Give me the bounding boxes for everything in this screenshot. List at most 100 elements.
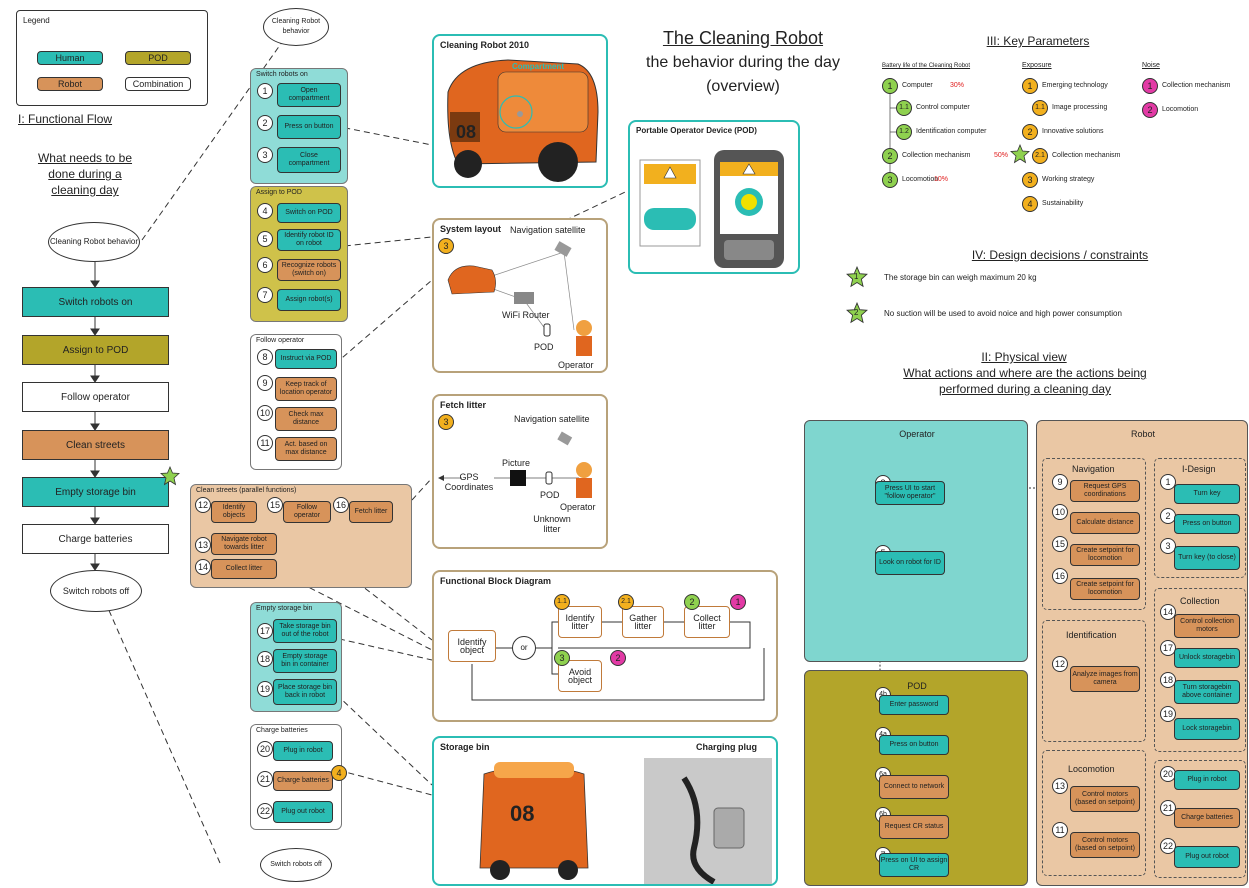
step-number: 11 xyxy=(1052,822,1068,838)
pv-step-follow-operator: Press UI to start "follow operator" xyxy=(875,481,945,505)
step-number: 21 xyxy=(257,771,273,787)
star-icon xyxy=(1010,144,1030,164)
group-empty-title: Empty storage bin xyxy=(256,605,313,612)
step-collect-litter: Collect litter xyxy=(211,559,277,579)
step-press-button: Press on button xyxy=(277,115,341,139)
system-router-label: WiFi Router xyxy=(502,310,550,320)
functional-flow-title: I: Functional Flow xyxy=(18,112,113,126)
robot-plate: 08 xyxy=(456,122,477,142)
battery-item-percent: 50% xyxy=(994,152,1009,159)
fbd-identify-litter: Identify litter xyxy=(558,606,602,638)
pv-locomotion-title: Locomotion xyxy=(1068,764,1115,774)
step-number: 1 xyxy=(257,83,273,99)
battery-item-percent: 10% xyxy=(934,176,949,183)
battery-badge: 2 xyxy=(882,148,898,164)
fetch-picture-label: Picture xyxy=(502,458,531,468)
step-number: 14 xyxy=(1160,604,1176,620)
group-empty-bin: Empty storage bin 17 Take storage bin ou… xyxy=(250,602,342,712)
pv-step-password: Enter password xyxy=(879,695,949,715)
step-switch-on-pod: Switch on POD xyxy=(277,203,341,223)
battery-item-label: Control computer xyxy=(916,104,970,111)
compartment-label: Compartment xyxy=(512,62,565,71)
panel-cleaning-robot: Cleaning Robot 2010 Compartment 08 xyxy=(432,34,608,188)
design-title: IV: Design decisions / constraints xyxy=(971,248,1149,262)
pv-navigation-group xyxy=(1042,458,1146,610)
pv-step-charge-batteries: Charge batteries xyxy=(1174,808,1240,828)
system-operator-label: Operator xyxy=(558,360,594,370)
pv-identification-group xyxy=(1042,620,1146,742)
panel-pod-title: Portable Operator Device (POD) xyxy=(636,126,757,135)
design-badge-1: 1 xyxy=(854,272,859,281)
pv-step-turn-key-close: Turn key (to close) xyxy=(1174,546,1240,570)
pv-step-motors-13: Control motors (based on setpoint) xyxy=(1070,786,1140,812)
pv-pod-area: POD 4b Enter password 4a Press on button… xyxy=(804,670,1028,886)
panel-storage-bin: Storage bin Charging plug 08 xyxy=(432,736,778,886)
step-number: 6 xyxy=(257,257,273,273)
legend-pod: POD xyxy=(125,51,191,65)
pv-step-plug-out: Plug out robot xyxy=(1174,846,1240,868)
step-instruct-pod: Instruct via POD xyxy=(275,349,337,369)
pv-step-turn-bin: Turn storagebin above container xyxy=(1174,680,1240,704)
step-open-compartment: Open compartment xyxy=(277,83,341,107)
pv-idesign-title: I-Design xyxy=(1182,464,1216,474)
fetch-satellite-label: Navigation satellite xyxy=(514,414,590,424)
storage-bin-icon xyxy=(479,762,589,880)
step-number: 10 xyxy=(1052,504,1068,520)
flow-step-empty-bin: Empty storage bin xyxy=(22,477,169,507)
group-charge: Charge batteries 20 Plug in robot 21 Cha… xyxy=(250,724,347,830)
pv-pod-title: POD xyxy=(907,681,927,691)
step-number: 16 xyxy=(1052,568,1068,584)
legend-title: Legend xyxy=(23,16,50,25)
step-identify-robot-id: Identify robot ID on robot xyxy=(277,229,341,251)
main-subtitle-overview: (overview) xyxy=(706,78,780,95)
star-icon xyxy=(846,302,868,324)
pv-locomotion-group xyxy=(1042,750,1146,876)
step-empty-bin-container: Empty storage bin in container xyxy=(273,649,337,673)
pv-charge-group xyxy=(1154,760,1246,878)
battery-item-percent: 30% xyxy=(950,82,965,89)
step-number: 13 xyxy=(195,537,211,553)
step-check-distance: Check max distance xyxy=(275,407,337,431)
exposure-badge: 3 xyxy=(1022,172,1038,188)
step-assign-robots: Assign robot(s) xyxy=(277,289,341,311)
pv-identification-title: Identification xyxy=(1066,630,1117,640)
pv-step-analyze-images: Analyze images from camera xyxy=(1070,666,1140,692)
legend-human: Human xyxy=(37,51,103,65)
pv-step-assign-cr: Press on UI to assign CR xyxy=(879,853,949,877)
exposure-badge: 4 xyxy=(331,765,347,781)
noise-item-label: Locomotion xyxy=(1162,106,1199,113)
group-switch-on: Switch robots on 1 Open compartment 2 Pr… xyxy=(250,68,348,184)
step-number: 19 xyxy=(1160,706,1176,722)
main-subtitle: the behavior during the day xyxy=(646,54,840,71)
noise-heading: Noise xyxy=(1142,62,1160,69)
pv-step-unlock-bin: Unlock storagebin xyxy=(1174,648,1240,668)
step-number: 11 xyxy=(257,435,273,451)
flow-end-ellipse: Switch robots off xyxy=(50,570,142,612)
step-follow-operator: Follow operator xyxy=(283,501,331,523)
group-follow-operator: Follow operator 8 Instruct via POD 9 Kee… xyxy=(250,334,342,470)
exposure-item-label: Sustainability xyxy=(1042,200,1084,207)
exposure-item-label: Working strategy xyxy=(1042,176,1095,183)
pv-step-setpoint-16: Create setpoint for locomotion xyxy=(1070,578,1140,600)
system-pod-label: POD xyxy=(534,342,554,352)
pv-step-motors-11: Control motors (based on setpoint) xyxy=(1070,832,1140,858)
pv-step-turn-key: Turn key xyxy=(1174,484,1240,504)
noise-badge: 1 xyxy=(1142,78,1158,94)
fbd-lines xyxy=(471,621,765,701)
pv-navigation-title: Navigation xyxy=(1072,464,1115,474)
pv-operator-title: Operator xyxy=(899,429,935,439)
storage-plate: 08 xyxy=(510,801,535,826)
step-number: 12 xyxy=(195,497,211,513)
exposure-badge: 3 xyxy=(438,238,454,254)
legend-combination: Combination xyxy=(125,77,191,91)
noise-badge: 2 xyxy=(1142,102,1158,118)
step-number: 21 xyxy=(1160,800,1176,816)
step-number: 1 xyxy=(1160,474,1176,490)
step-number: 22 xyxy=(257,803,273,819)
battery-badge: 1 xyxy=(882,78,898,94)
group-clean-streets: Clean streets (parallel functions) 12 Id… xyxy=(190,484,412,588)
battery-item-label: Identification computer xyxy=(916,128,987,135)
panel-fetch-litter: Fetch litter 3 Navigation satellite GPS … xyxy=(432,394,608,549)
step-recognize-robots: Recognize robots (switch on) xyxy=(277,259,341,281)
pv-robot-title: Robot xyxy=(1130,429,1156,439)
